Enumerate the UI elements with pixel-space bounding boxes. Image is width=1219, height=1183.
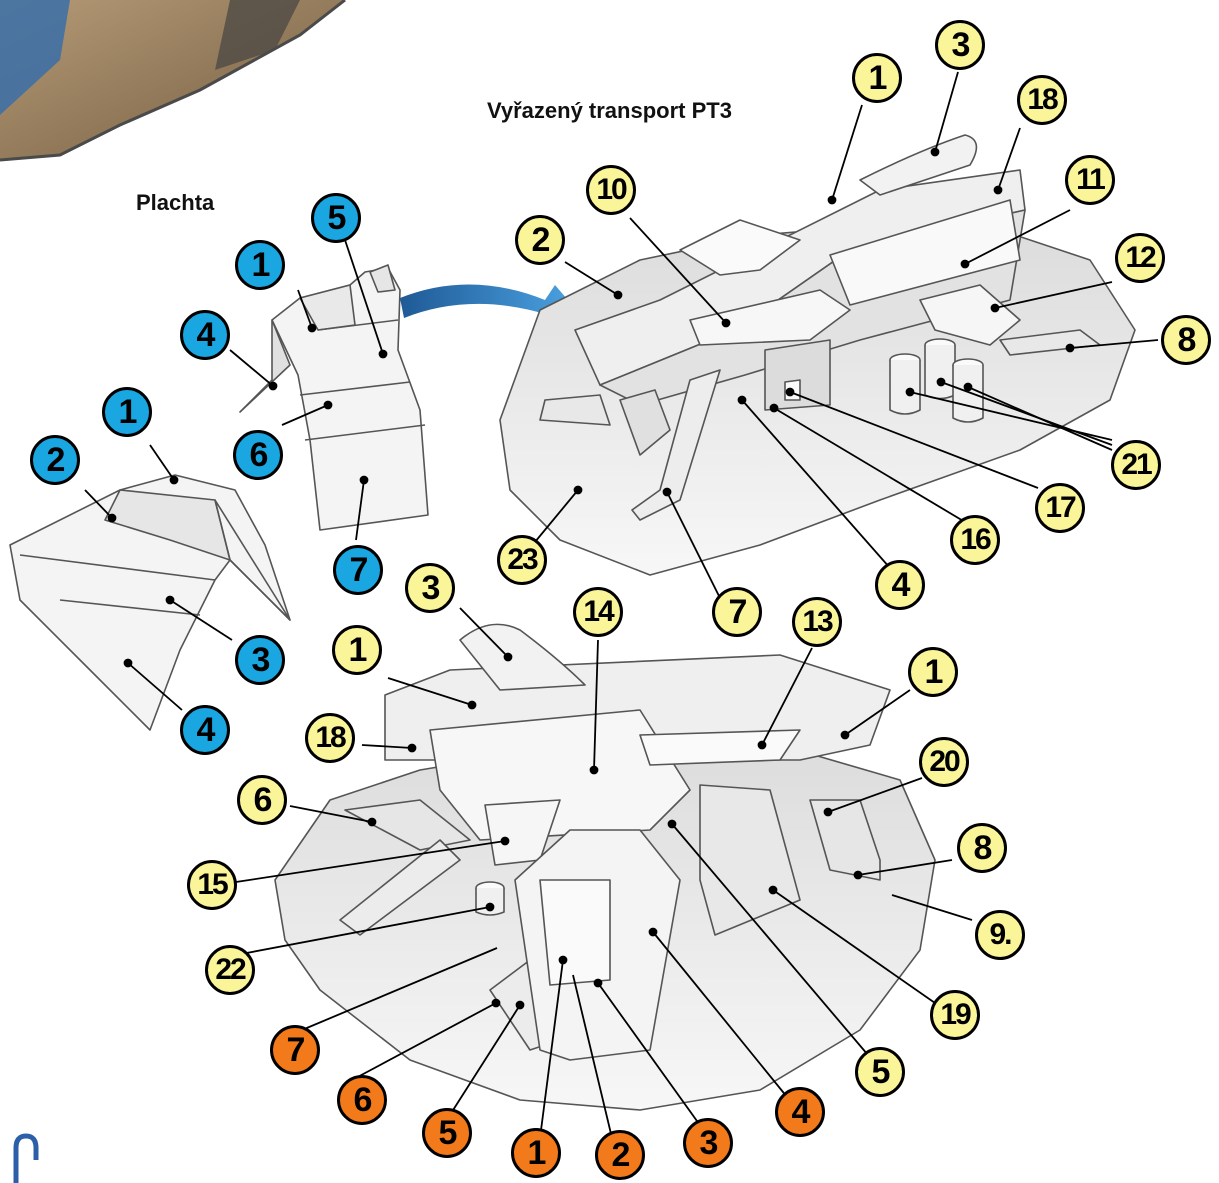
- callout-bottom-22: 22: [205, 945, 255, 995]
- callout-transport-7: 7: [712, 587, 762, 637]
- sail-pieces: [9, 264, 429, 731]
- callout-sail-6: 6: [233, 430, 283, 480]
- callout-leg-3: 3: [683, 1118, 733, 1168]
- callout-transport-10: 10: [586, 165, 636, 215]
- callout-sail-7: 7: [333, 545, 383, 595]
- callout-bottom-20: 20: [919, 737, 969, 787]
- callout-sail-1b: 1: [102, 387, 152, 437]
- callout-transport-3: 3: [935, 20, 985, 70]
- callout-transport-23: 23: [497, 535, 547, 585]
- sail-title: Plachta: [136, 190, 215, 215]
- callout-leg-2: 2: [595, 1130, 645, 1180]
- transfer-arrow: [400, 284, 585, 330]
- callout-transport-2: 2: [515, 215, 565, 265]
- callout-bottom-5: 5: [855, 1047, 905, 1097]
- callout-sail-4b: 4: [180, 705, 230, 755]
- callout-leg-6: 6: [337, 1075, 387, 1125]
- callout-bottom-9: 9.: [975, 910, 1025, 960]
- callout-bottom-13: 13: [792, 597, 842, 647]
- callout-transport-1: 1: [852, 53, 902, 103]
- callout-transport-8: 8: [1161, 315, 1211, 365]
- callout-leg-4: 4: [775, 1087, 825, 1137]
- callout-transport-11: 11: [1065, 155, 1115, 205]
- callout-transport-12: 12: [1115, 233, 1165, 283]
- callout-bottom-6: 6: [237, 775, 287, 825]
- callout-sail-4: 4: [180, 310, 230, 360]
- callout-sail-3: 3: [235, 635, 285, 685]
- callout-sail-1: 1: [235, 240, 285, 290]
- transport-model-bottom: [274, 623, 936, 1111]
- callout-transport-18: 18: [1017, 75, 1067, 125]
- background-photo-corner: [0, 0, 346, 162]
- callout-bottom-15: 15: [187, 860, 237, 910]
- corner-logo: [13, 1133, 39, 1183]
- callout-leg-1: 1: [511, 1128, 561, 1178]
- transport-model-top: [499, 134, 1136, 576]
- callout-bottom-19: 19: [930, 990, 980, 1040]
- leader-lines: [84, 71, 1159, 1139]
- callout-leg-7: 7: [270, 1025, 320, 1075]
- callout-bottom-3: 3: [405, 563, 455, 613]
- callout-sail-5: 5: [311, 193, 361, 243]
- callout-transport-4: 4: [875, 560, 925, 610]
- callout-transport-16: 16: [950, 515, 1000, 565]
- callout-transport-17: 17: [1035, 483, 1085, 533]
- callout-bottom-18: 18: [305, 713, 355, 763]
- callout-transport-21: 21: [1111, 440, 1161, 490]
- callout-bottom-8: 8: [957, 823, 1007, 873]
- callout-bottom-14: 14: [573, 587, 623, 637]
- callout-bottom-1: 1: [332, 625, 382, 675]
- callout-leg-5: 5: [422, 1108, 472, 1158]
- callout-sail-2: 2: [30, 435, 80, 485]
- callout-bottom-1b: 1: [908, 647, 958, 697]
- main-title: Vyřazený transport PT3: [487, 98, 732, 123]
